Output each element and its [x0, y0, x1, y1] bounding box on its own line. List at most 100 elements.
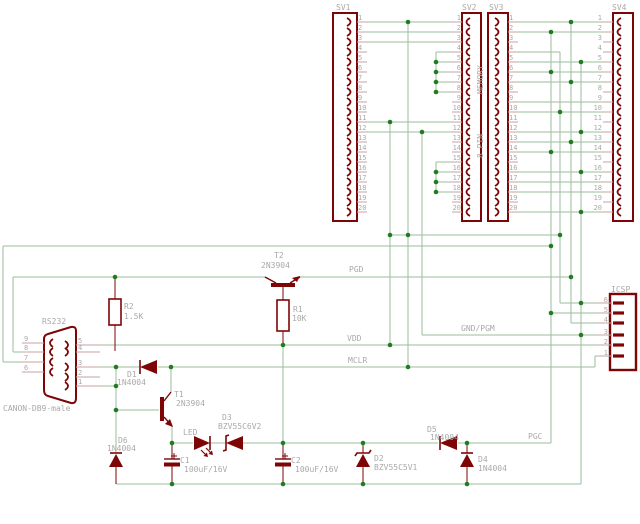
pin-hook-icon: [616, 77, 622, 87]
pin-hook-icon: [346, 37, 352, 47]
junction-dot: [405, 364, 411, 370]
connector-label-sv2: SV2: [462, 3, 477, 12]
led-arrow-icon: [203, 452, 208, 457]
junction-dot: [548, 310, 554, 316]
net-label-pgc: PGC: [528, 432, 543, 441]
pin-hook-icon: [465, 107, 471, 117]
component-label: D6: [118, 436, 128, 445]
pin-hook-icon: [465, 27, 471, 37]
component-label: T1: [174, 390, 184, 399]
pin-hook-icon: [465, 177, 471, 187]
pin-hook-icon: [346, 57, 352, 67]
pin-hook-icon: [64, 362, 69, 372]
pin-number-sv4-4: 4: [598, 44, 602, 52]
pin-bar-icon: [613, 321, 624, 325]
pin-hook-icon: [616, 97, 622, 107]
component-t2[interactable]: [271, 283, 295, 287]
component-r1[interactable]: [276, 299, 290, 332]
pin-hook-icon: [346, 77, 352, 87]
pin-hook-icon: [49, 347, 54, 357]
pin-hook-icon: [616, 87, 622, 97]
pin-number-sv1-11: 11: [358, 114, 366, 122]
component-label: C1: [180, 456, 190, 465]
junction-dot: [433, 69, 439, 75]
component-r2[interactable]: [108, 298, 122, 326]
pin-number-sv2-4: 4: [457, 44, 461, 52]
component-label: 100uF/16V: [295, 465, 339, 474]
connector-sv4[interactable]: [612, 12, 634, 222]
pin-number-icsp-2: 2: [604, 338, 608, 346]
pin-hook-icon: [616, 207, 622, 217]
component-label: 1N4004: [430, 433, 459, 442]
pin-hook-icon: [465, 47, 471, 57]
component-label: D1: [127, 370, 137, 379]
component-t1[interactable]: [160, 397, 164, 421]
connector-sv3[interactable]: [487, 12, 509, 222]
connector-db9[interactable]: [43, 325, 77, 405]
component-d4[interactable]: [460, 454, 474, 467]
pin-number-sv1-9: 9: [358, 94, 362, 102]
component-d6[interactable]: [109, 454, 123, 467]
pin-number-sv3-11: 11: [509, 114, 517, 122]
pin-number-sv3-5: 5: [509, 54, 513, 62]
component-d3[interactable]: [226, 436, 243, 450]
pin-number-sv2-17: 17: [453, 174, 461, 182]
pin-number-sv2-19: 19: [453, 194, 461, 202]
component-c2[interactable]: [275, 462, 291, 467]
pin-number-sv3-16: 16: [509, 164, 517, 172]
connector-sv2[interactable]: [461, 12, 482, 222]
pin-hook-icon: [616, 117, 622, 127]
junction-dot: [578, 209, 584, 215]
junction-dot: [568, 274, 574, 280]
emitter-arrow-icon: [292, 276, 300, 282]
pin-number-icsp-3: 3: [604, 328, 608, 336]
connector-icsp[interactable]: [608, 292, 638, 372]
pin-number-sv2-5: 5: [457, 54, 461, 62]
component-d1[interactable]: [140, 360, 157, 374]
pin-hook-icon: [494, 87, 500, 97]
db9-footer: CANON-DB9-male: [3, 404, 71, 413]
pin-number-sv4-11: 11: [594, 114, 602, 122]
connector-label-sv1: SV1: [336, 3, 351, 12]
pin-number-db9-2: 2: [78, 369, 82, 377]
component-c1[interactable]: [164, 462, 180, 467]
pin-number-sv2-3: 3: [457, 34, 461, 42]
junction-dot: [464, 481, 470, 487]
junction-dot: [405, 19, 411, 25]
component-d5[interactable]: [440, 436, 457, 450]
pin-number-sv1-6: 6: [358, 64, 362, 72]
component-label: D2: [374, 454, 384, 463]
junction-dot: [387, 342, 393, 348]
pin-number-sv1-13: 13: [358, 134, 366, 142]
pin-bar-icon: [613, 311, 624, 315]
pin-hook-icon: [616, 37, 622, 47]
pin-number-sv2-15: 15: [453, 154, 461, 162]
pin-hook-icon: [49, 338, 54, 348]
pin-hook-icon: [494, 37, 500, 47]
component-label: D3: [222, 413, 232, 422]
pin-number-sv4-3: 3: [598, 34, 602, 42]
component-d2[interactable]: [356, 454, 370, 467]
pin-number-sv3-7: 7: [509, 74, 513, 82]
junction-dot: [464, 440, 470, 446]
component-led[interactable]: [194, 436, 210, 450]
pin-hook-icon: [494, 97, 500, 107]
pin-number-icsp-6: 6: [604, 296, 608, 304]
pin-number-sv4-20: 20: [594, 204, 602, 212]
pin-number-sv3-8: 8: [509, 84, 513, 92]
pin-hook-icon: [616, 167, 622, 177]
pin-hook-icon: [616, 177, 622, 187]
pin-hook-icon: [346, 17, 352, 27]
pin-number-sv3-17: 17: [509, 174, 517, 182]
pin-number-sv3-20: 20: [509, 204, 517, 212]
pin-hook-icon: [346, 97, 352, 107]
pin-hook-icon: [346, 137, 352, 147]
pin-number-sv4-1: 1: [598, 14, 602, 22]
pin-number-sv3-15: 15: [509, 154, 517, 162]
connector-sv1[interactable]: [332, 12, 358, 222]
component-t2-collector: [264, 276, 277, 284]
pin-number-db9-9: 9: [24, 335, 28, 343]
pin-hook-icon: [465, 117, 471, 127]
